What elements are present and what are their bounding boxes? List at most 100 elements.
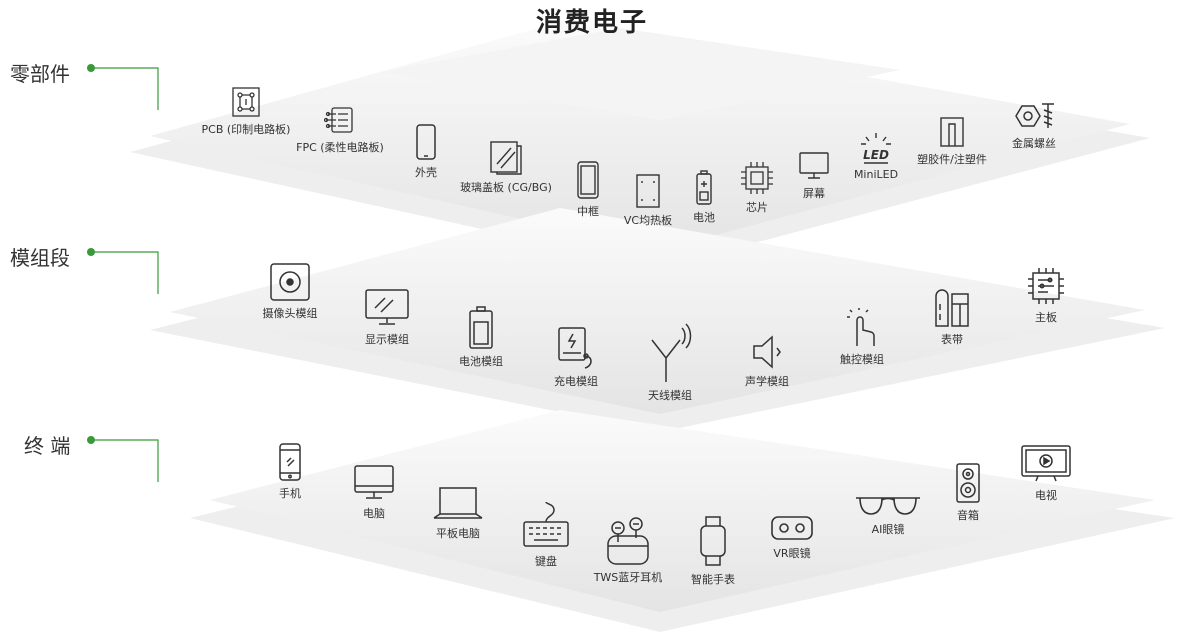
- module-mainboard: 主板: [986, 266, 1106, 325]
- module-label: 表带: [941, 333, 963, 346]
- part-pcb: PCB (印制电路板): [186, 86, 306, 137]
- part-screw: 金属螺丝: [974, 100, 1094, 151]
- terminal-tws: TWS蓝牙耳机: [568, 514, 688, 585]
- part-label: MiniLED: [853, 168, 899, 181]
- layer-plate-terminal-front: [210, 410, 1155, 612]
- terminal-phone: 手机: [230, 442, 350, 501]
- module-display: 显示模组: [327, 288, 447, 347]
- tier-label-parts: 零部件: [10, 62, 70, 86]
- part-label: 中框: [577, 205, 599, 218]
- diagram-title: 消费电子: [535, 8, 648, 38]
- module-label: 声学模组: [745, 375, 789, 388]
- part-chip: 芯片: [697, 160, 817, 215]
- part-label: PCB (印制电路板): [201, 123, 291, 136]
- tier-label-terminal: 终 端: [24, 434, 71, 458]
- terminal-label: VR眼镜: [773, 547, 811, 560]
- part-label: VC均热板: [623, 214, 673, 227]
- part-label: 外壳: [415, 166, 437, 179]
- terminal-vr: VR眼镜: [732, 514, 852, 561]
- tier-connector-parts: [87, 64, 159, 110]
- earbuds-icon: [607, 517, 649, 565]
- antenna-icon: [651, 323, 692, 382]
- module-camera: 摄像头模组: [230, 262, 350, 321]
- terminal-label: 平板电脑: [436, 527, 480, 540]
- terminal-label: AI眼镜: [871, 523, 905, 536]
- layer-plate-parts-front: [150, 22, 1130, 250]
- speaker-icon: [753, 335, 781, 369]
- display-module-icon: [365, 289, 409, 325]
- part-label: 屏幕: [803, 187, 825, 200]
- screen-icon: [799, 152, 829, 179]
- part-fpc: FPC (柔性电路板): [280, 104, 400, 155]
- battery-icon: [696, 170, 712, 205]
- part-vc-plate: VC均热板: [588, 173, 708, 228]
- terminal-tv: 电视: [986, 444, 1106, 503]
- charging-module-icon: [558, 327, 592, 369]
- desktop-icon: [354, 465, 394, 499]
- part-plastic: 塑胶件/注塑件: [892, 116, 1012, 167]
- watch-band-icon: [935, 289, 969, 327]
- part-label: 芯片: [746, 201, 768, 214]
- terminal-computer: 电脑: [314, 464, 434, 521]
- module-label: 摄像头模组: [262, 307, 318, 320]
- battery-module-icon: [469, 306, 493, 349]
- terminal-tablet: 平板电脑: [398, 486, 518, 541]
- module-label: 充电模组: [554, 375, 598, 388]
- speaker-box-icon: [956, 463, 980, 503]
- touch-icon: [847, 308, 875, 346]
- pcb-icon: [232, 87, 260, 117]
- phone-shell-icon: [416, 124, 436, 160]
- terminal-label: 智能手表: [691, 573, 735, 586]
- part-miniled: LED MiniLED: [816, 131, 936, 181]
- laptop-icon: [433, 487, 483, 519]
- fpc-icon: [324, 107, 353, 133]
- part-label: FPC (柔性电路板): [296, 141, 384, 154]
- svg-text:LED: LED: [863, 148, 889, 162]
- glass-cover-icon: [490, 141, 522, 175]
- part-shell: 外壳: [366, 123, 486, 180]
- middle-frame-icon: [577, 161, 599, 199]
- part-middle-frame: 中框: [528, 160, 648, 219]
- vapor-chamber-icon: [636, 174, 660, 208]
- keyboard-icon: [523, 501, 569, 547]
- layer-plate-modules-front: [170, 208, 1145, 414]
- plastic-part-icon: [940, 117, 964, 147]
- part-glass-cover: 玻璃盖板 (CG/BG): [446, 136, 566, 195]
- chip-icon: [741, 162, 773, 194]
- camera-module-icon: [270, 263, 310, 301]
- terminal-label: 手机: [279, 487, 301, 500]
- tier-label-modules: 模组段: [10, 246, 70, 270]
- mainboard-icon: [1028, 268, 1064, 304]
- terminal-smartwatch: 智能手表: [653, 514, 773, 587]
- module-label: 主板: [1035, 311, 1057, 324]
- terminal-label: 电脑: [363, 507, 385, 520]
- part-label: 玻璃盖板 (CG/BG): [460, 181, 552, 194]
- vr-headset-icon: [771, 516, 813, 540]
- terminal-label: 音箱: [957, 509, 979, 522]
- terminal-label: 电视: [1035, 489, 1057, 502]
- module-label: 天线模组: [648, 389, 692, 402]
- glasses-icon: [856, 497, 920, 515]
- terminal-ai-glasses: AI眼镜: [828, 494, 948, 537]
- led-icon: LED: [861, 133, 891, 164]
- layer-plate-top: [380, 28, 900, 120]
- module-charging: 充电模组: [516, 326, 636, 389]
- part-battery: 电池: [644, 170, 764, 225]
- module-acoustic: 声学模组: [707, 334, 827, 389]
- tv-icon: [1021, 445, 1071, 482]
- terminal-label: TWS蓝牙耳机: [593, 571, 663, 584]
- module-antenna: 天线模组: [610, 320, 730, 403]
- part-label: 电池: [693, 211, 715, 224]
- smartwatch-icon: [700, 516, 726, 566]
- part-screen: 屏幕: [754, 150, 874, 201]
- part-label: 金属螺丝: [1012, 137, 1056, 150]
- module-touch: 触控模组: [802, 306, 922, 367]
- terminal-speaker: 音箱: [908, 462, 1028, 523]
- part-label: 塑胶件/注塑件: [917, 153, 987, 166]
- module-battery: 电池模组: [421, 306, 541, 369]
- module-label: 显示模组: [365, 333, 409, 346]
- terminal-label: 键盘: [535, 555, 557, 568]
- module-watch-band: 表带: [892, 286, 1012, 347]
